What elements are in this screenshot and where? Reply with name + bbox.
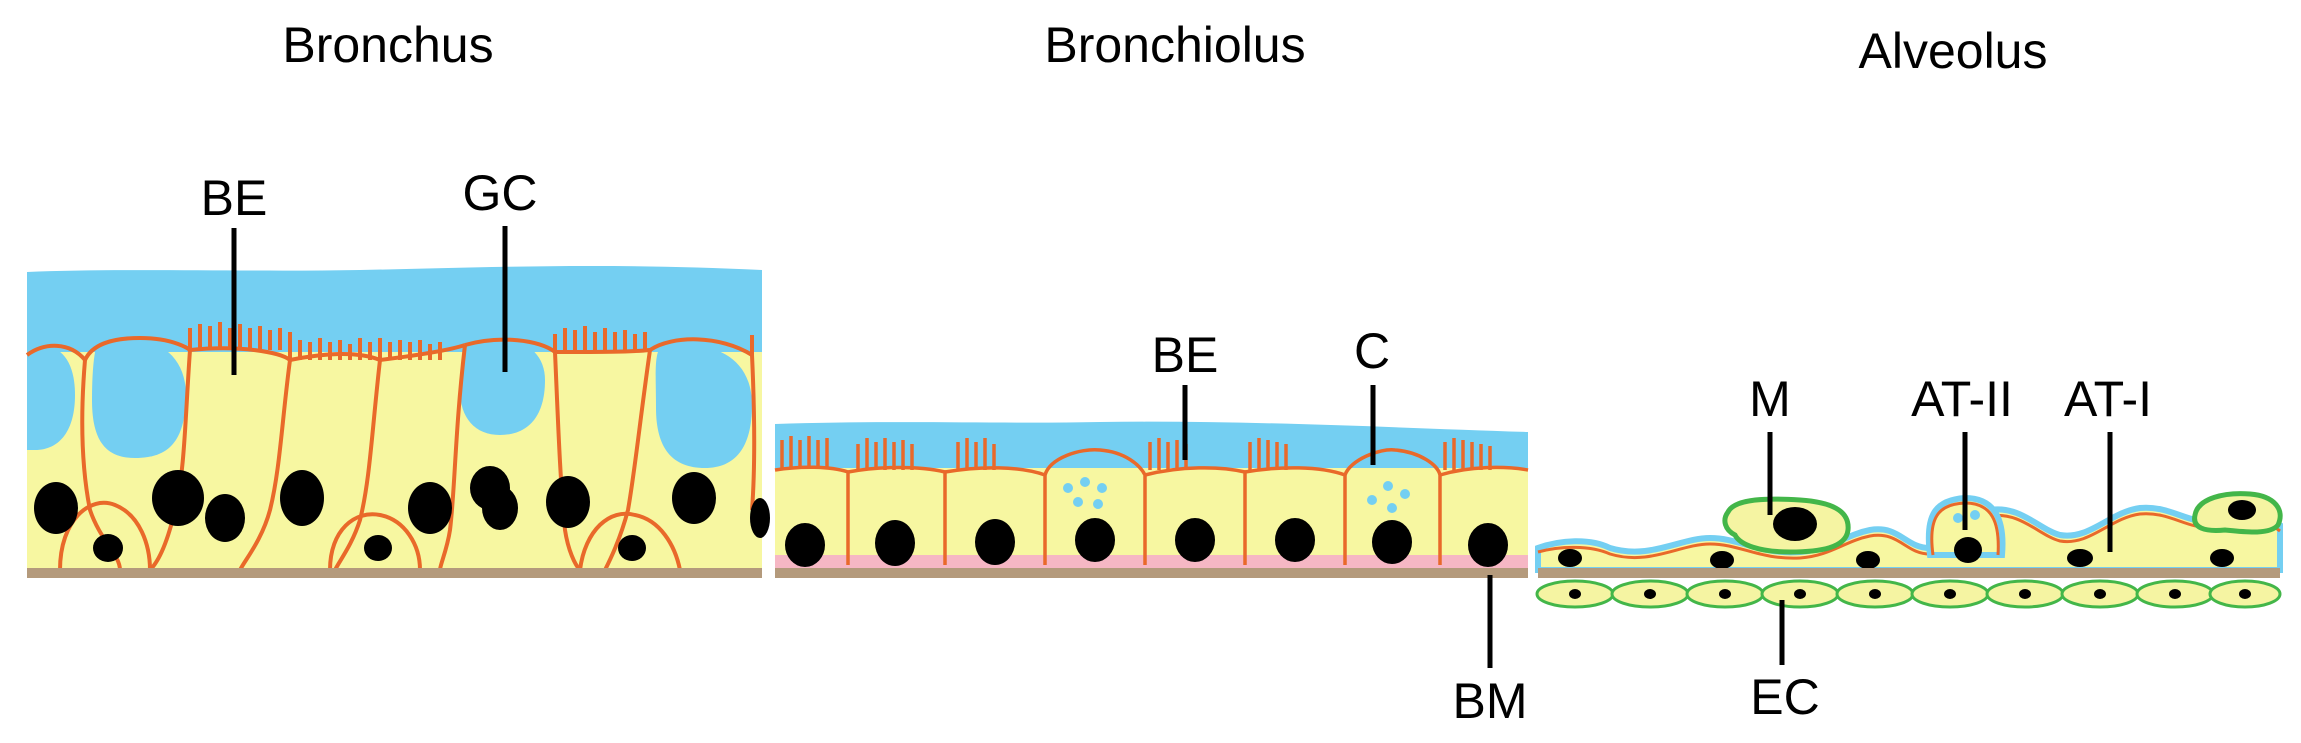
bronchiolus-be-label: BE — [1152, 327, 1219, 383]
bronchus-nuclei — [34, 466, 770, 562]
alveolar-nuclei — [1558, 537, 2234, 569]
at2-granules — [1953, 510, 1980, 523]
alveolus-at1-label: AT-I — [2064, 371, 2152, 427]
goblet-cell-mucus — [27, 344, 75, 450]
endothelial-nuclei — [1569, 589, 2251, 599]
bronchus-panel: BE GC — [25, 165, 770, 578]
alveolus-m-label: M — [1749, 371, 1791, 427]
goblet-cell-mucus — [92, 338, 187, 458]
bronchiolus-panel: BE C BM — [774, 323, 1529, 729]
bronchus-cilia — [188, 322, 754, 360]
macrophage-nucleus — [1773, 507, 1817, 541]
bronchiolus-nuclei — [785, 518, 1508, 567]
goblet-cell-mucus — [655, 345, 752, 468]
bronchiolus-basement-membrane — [775, 568, 1528, 578]
club-cell-granules — [1063, 477, 1410, 513]
bronchiolus-bm-label: BM — [1453, 673, 1528, 729]
bronchiolus-basal-zone — [775, 555, 1528, 569]
alveolus-title: Alveolus — [1859, 23, 2048, 79]
bronchiolus-title: Bronchiolus — [1044, 17, 1305, 73]
bronchiolus-cell-membranes — [774, 448, 1529, 565]
bronchus-gc-label: GC — [463, 165, 538, 221]
alveolus-panel: M AT-II AT-I EC — [1535, 371, 2283, 725]
alveolus-basement-membrane — [1538, 568, 2280, 578]
alveolus-at2-label: AT-II — [1911, 371, 2013, 427]
bronchus-basement-membrane — [27, 568, 762, 578]
bronchiolus-cilia — [780, 436, 1492, 470]
macrophage-nucleus — [2228, 500, 2256, 520]
alveolus-ec-label: EC — [1750, 669, 1819, 725]
bronchiolus-c-label: C — [1354, 323, 1390, 379]
bronchus-title: Bronchus — [282, 17, 493, 73]
bronchus-be-label: BE — [201, 170, 268, 226]
goblet-cell-mucus — [460, 339, 545, 435]
